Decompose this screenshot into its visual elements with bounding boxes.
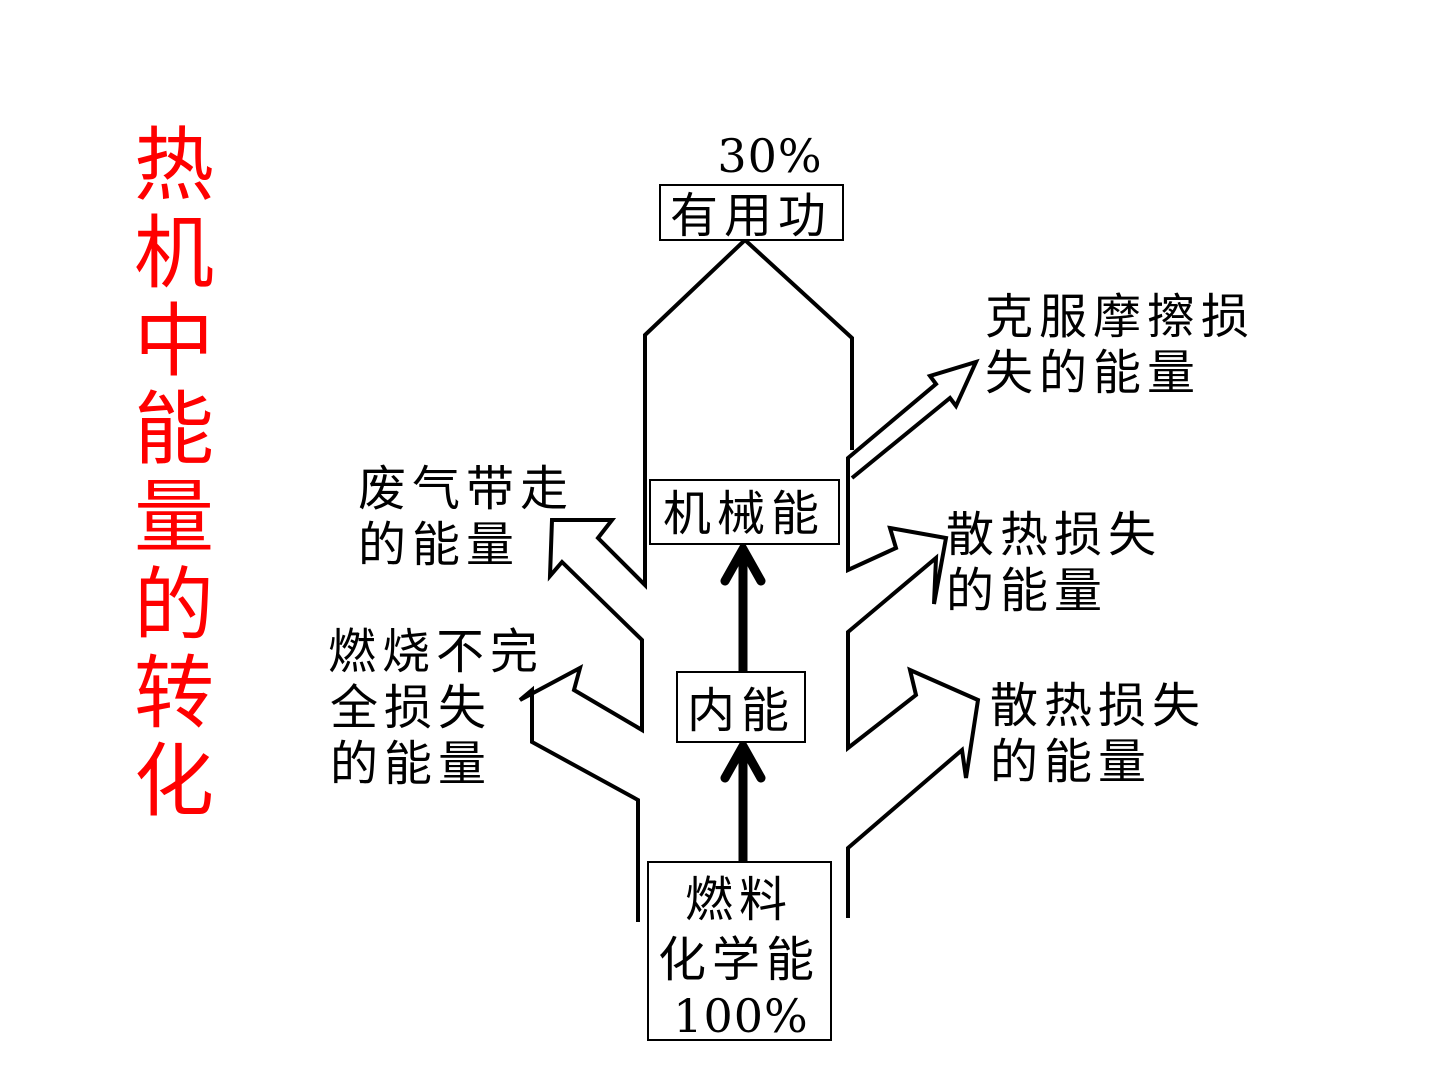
loss-heat-lower-line2: 的能量	[990, 734, 1152, 790]
title-char: 热	[134, 119, 214, 212]
title-char: 的	[134, 559, 214, 652]
title-char: 量	[134, 471, 214, 564]
title-char: 能	[134, 383, 214, 476]
internal-energy-label: 内能	[687, 683, 795, 739]
useful-work-box	[659, 184, 844, 241]
internal-energy-box	[676, 671, 806, 743]
title-char: 中	[134, 295, 214, 388]
title-char: 化	[134, 735, 214, 828]
fuel-label-line1: 燃料	[685, 872, 793, 928]
fuel-percent: 100%	[673, 989, 809, 1043]
useful-work-percent: 30%	[717, 129, 822, 183]
fuel-label-line2: 化学能	[658, 932, 820, 988]
flow-band-left-edge	[518, 238, 747, 922]
loss-friction-line1: 克服摩擦损	[985, 289, 1255, 345]
loss-incomplete-line3: 的能量	[330, 736, 492, 792]
title-char: 机	[134, 207, 214, 300]
title-char: 转	[134, 647, 214, 740]
loss-incomplete-line2: 全损失	[330, 680, 492, 736]
loss-exhaust-line1: 废气带走	[358, 461, 574, 517]
loss-heat-upper-line1: 散热损失	[946, 507, 1162, 563]
useful-work-label: 有用功	[670, 188, 832, 244]
flow-band-right-edge	[743, 238, 981, 918]
mechanical-energy-box	[649, 479, 840, 545]
fuel-box	[647, 861, 832, 1041]
loss-friction-line2: 失的能量	[985, 345, 1201, 401]
loss-incomplete-line1: 燃烧不完	[328, 624, 544, 680]
loss-heat-upper-line2: 的能量	[946, 563, 1108, 619]
mechanical-energy-label: 机械能	[663, 486, 825, 542]
slide-title: 热机中能量的转化	[126, 122, 222, 826]
loss-heat-lower-line1: 散热损失	[990, 678, 1206, 734]
loss-exhaust-line2: 的能量	[358, 517, 520, 573]
